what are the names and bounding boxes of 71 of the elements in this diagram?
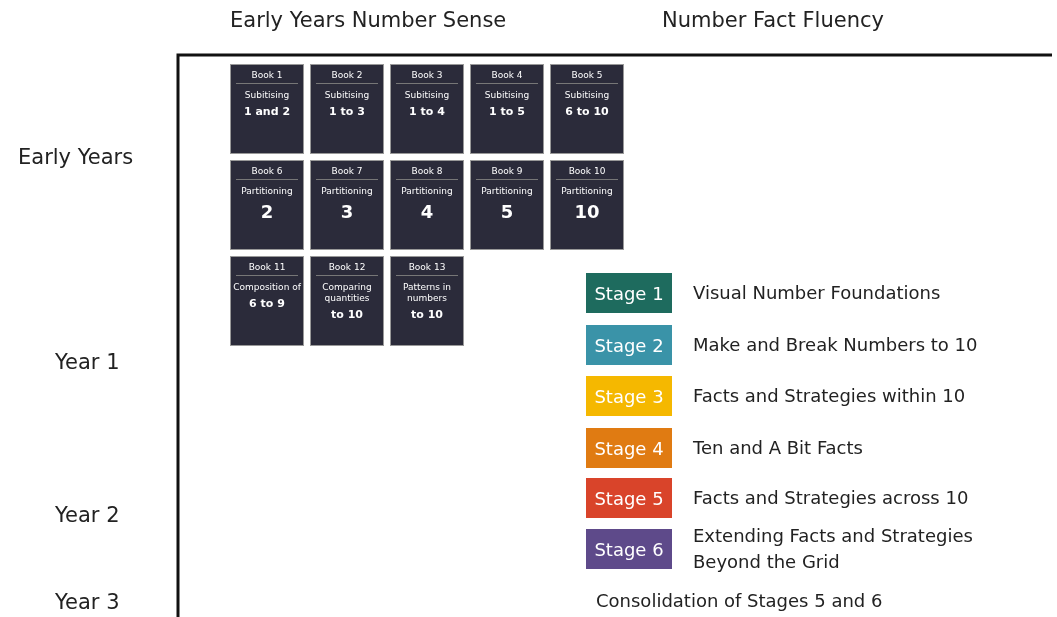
book-number: Book 10 xyxy=(556,166,618,180)
stage-badge: Stage 1 xyxy=(586,273,672,313)
book-card xyxy=(470,160,544,250)
book-card xyxy=(310,256,384,346)
row-heading: Early Years xyxy=(18,145,134,169)
stage-description: Make and Break Numbers to 10 xyxy=(693,333,979,357)
book-number: Book 12 xyxy=(316,262,378,276)
stage-description: Facts and Strategies across 10 xyxy=(693,486,970,510)
book-card xyxy=(390,64,464,154)
book-topic: Partitioning xyxy=(400,186,454,197)
book-card xyxy=(470,64,544,154)
book-topic: Subitising xyxy=(483,90,531,101)
row-heading: Year 2 xyxy=(55,503,120,527)
book-topic: Subitising xyxy=(243,90,291,101)
book-card xyxy=(550,64,624,154)
book-number: Book 3 xyxy=(396,70,458,84)
book-card xyxy=(230,256,304,346)
book-topic: Partitioning xyxy=(560,186,614,197)
book-topic: Partitioning xyxy=(240,186,294,197)
note-text: Consolidation of Stages 5 and 6 xyxy=(596,590,883,611)
book-card xyxy=(390,256,464,346)
stage-badge: Stage 5 xyxy=(586,478,672,518)
book-number: Book 5 xyxy=(556,70,618,84)
book-number: Book 9 xyxy=(476,166,538,180)
book-topic: Subitising xyxy=(403,90,451,101)
stage-description: Ten and A Bit Facts xyxy=(693,436,864,460)
book-number: Book 7 xyxy=(316,166,378,180)
book-topic: Comparing quantities xyxy=(321,282,373,304)
book-number: Book 8 xyxy=(396,166,458,180)
stage-badge: Stage 2 xyxy=(586,325,672,365)
book-topic: Partitioning xyxy=(480,186,534,197)
book-range: 6 to 9 xyxy=(248,296,286,310)
stage-badge: Stage 4 xyxy=(586,428,672,468)
row-heading: Year 3 xyxy=(55,590,120,614)
book-range: 5 xyxy=(499,200,515,222)
book-range: 3 xyxy=(339,200,355,222)
book-card xyxy=(310,160,384,250)
book-topic: Composition of xyxy=(232,282,302,293)
stage-description: Facts and Strategies within 10 xyxy=(693,384,967,408)
book-number: Book 13 xyxy=(396,262,458,276)
book-topic: Subitising xyxy=(323,90,371,101)
book-topic: Partitioning xyxy=(320,186,374,197)
book-card xyxy=(550,160,624,250)
book-range: to 10 xyxy=(330,307,364,321)
book-topic: Subitising xyxy=(563,90,611,101)
book-range: to 10 xyxy=(410,307,444,321)
book-card xyxy=(230,64,304,154)
book-card xyxy=(390,160,464,250)
book-range: 1 to 5 xyxy=(488,104,526,118)
book-range: 10 xyxy=(573,200,601,222)
book-card xyxy=(230,160,304,250)
book-number: Book 2 xyxy=(316,70,378,84)
book-range: 1 to 3 xyxy=(328,104,366,118)
book-card xyxy=(310,64,384,154)
book-range: 6 to 10 xyxy=(564,104,610,118)
stage-description: Visual Number Foundations xyxy=(693,281,942,305)
book-number: Book 11 xyxy=(236,262,298,276)
book-range: 4 xyxy=(419,200,435,222)
row-heading: Year 1 xyxy=(55,350,120,374)
stage-badge: Stage 3 xyxy=(586,376,672,416)
column-heading: Number Fact Fluency xyxy=(662,8,884,32)
column-heading: Early Years Number Sense xyxy=(230,8,507,32)
stage-badge: Stage 6 xyxy=(586,529,672,569)
book-number: Book 6 xyxy=(236,166,298,180)
book-range: 1 to 4 xyxy=(408,104,446,118)
book-range: 1 and 2 xyxy=(242,104,292,118)
book-topic: Patterns in numbers xyxy=(401,282,453,304)
book-number: Book 4 xyxy=(476,70,538,84)
stage-description: Extending Facts and Strategies Beyond the Grid xyxy=(693,524,974,574)
book-number: Book 1 xyxy=(236,70,298,84)
book-range: 2 xyxy=(259,200,275,222)
